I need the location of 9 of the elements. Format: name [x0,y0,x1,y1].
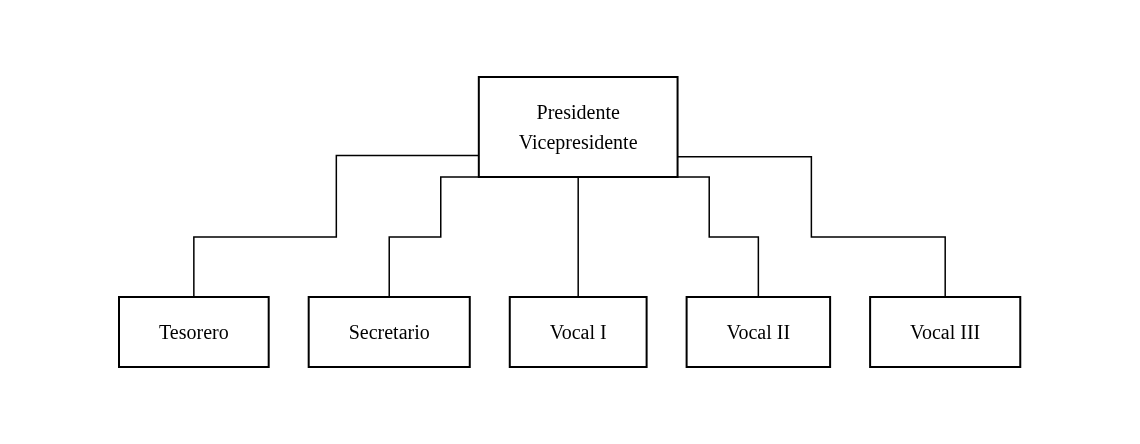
connector [677,156,947,298]
node-box: Tesorero [118,296,271,368]
connector [193,154,480,298]
connector [577,176,580,298]
node-box: Secretario [308,296,472,368]
node-box: Vocal I [509,296,648,368]
node-box: Presidente Vicepresidente [478,76,679,178]
node-box: Vocal II [685,296,832,368]
node-box: Vocal III [869,296,1022,368]
